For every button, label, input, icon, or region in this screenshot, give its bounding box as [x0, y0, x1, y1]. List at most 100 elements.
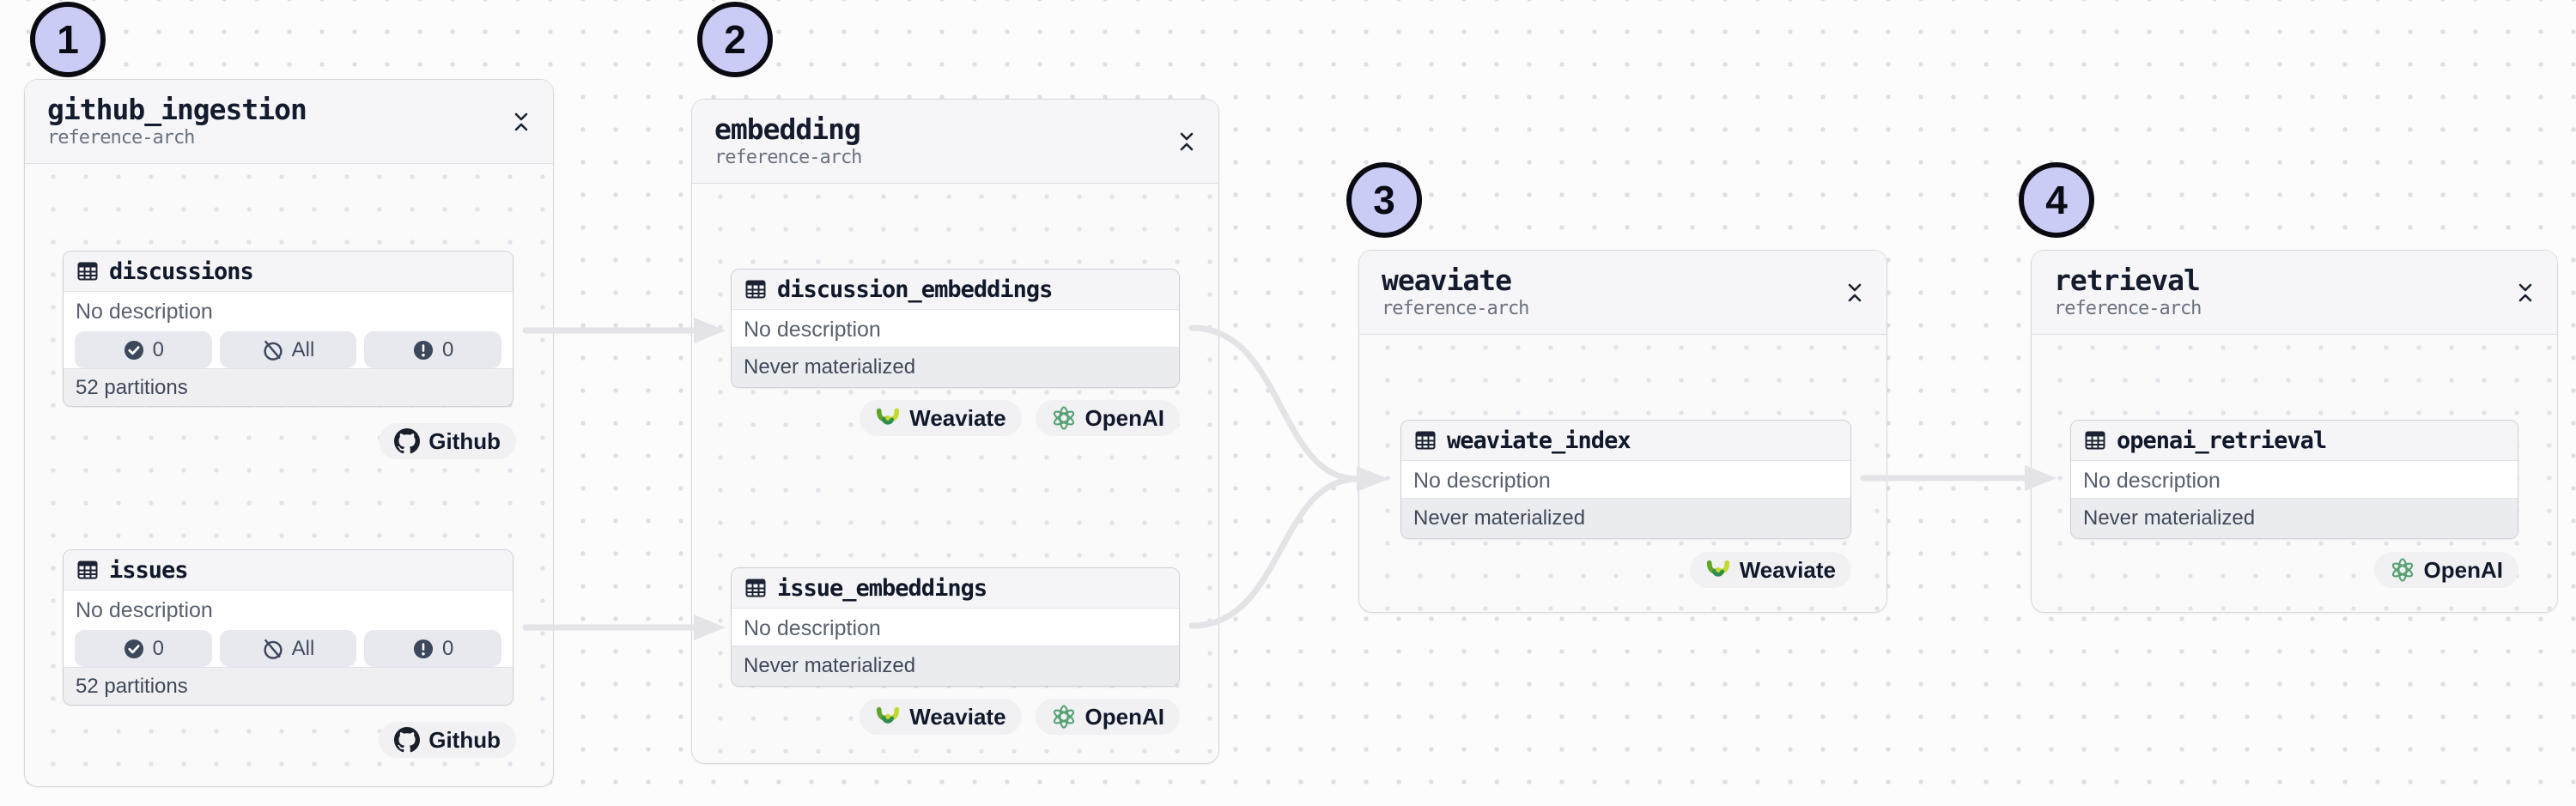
- github-tag[interactable]: Github: [379, 423, 516, 459]
- collapse-group-button[interactable]: [1845, 282, 1864, 304]
- asset-node-issue-embeddings[interactable]: issue_embeddings No description Never ma…: [731, 567, 1180, 687]
- group-weaviate: weaviate reference-arch weaviate_ind: [1358, 250, 1887, 613]
- tag-row: Github: [379, 722, 516, 758]
- missing-count-pill: All: [219, 331, 357, 368]
- asset-description: No description: [76, 300, 213, 324]
- weaviate-icon: [877, 408, 900, 425]
- openai-icon: [1053, 705, 1074, 729]
- group-header-retrieval[interactable]: retrieval reference-arch: [2032, 251, 2557, 335]
- edge-discussion-embeddings-to-weaviate-index: [1188, 324, 1361, 482]
- collapse-group-button[interactable]: [1177, 130, 1196, 153]
- openai-tag[interactable]: OpenAI: [1035, 400, 1180, 436]
- tag-label: OpenAI: [1084, 703, 1164, 730]
- asset-materialization-footer: Never materialized: [732, 645, 1179, 686]
- group-embedding: embedding reference-arch discussion_: [691, 99, 1219, 764]
- tag-row: Weaviate: [1689, 552, 1851, 588]
- arrowhead: [694, 615, 726, 640]
- group-title: github_ingestion: [47, 93, 307, 126]
- stat-label: 0: [152, 636, 165, 660]
- edge-issue-embeddings-to-weaviate-index: [1188, 476, 1361, 629]
- failed-count-pill: 0: [364, 331, 502, 368]
- asset-header: issues: [64, 550, 513, 591]
- openai-icon: [2391, 558, 2413, 582]
- asset-header: weaviate_index: [1401, 421, 1850, 461]
- asset-description: No description: [76, 598, 213, 622]
- weaviate-tag[interactable]: Weaviate: [860, 699, 1022, 735]
- tag-row: Weaviate OpenAI: [860, 699, 1180, 735]
- asset-name: issues: [109, 556, 189, 584]
- slash-circle-icon: [264, 639, 283, 659]
- table-icon: [77, 561, 98, 579]
- weaviate-icon: [1706, 560, 1729, 577]
- table-icon: [1415, 431, 1436, 450]
- group-github-ingestion: github_ingestion reference-arch disc: [24, 79, 554, 787]
- asset-name: discussion_embeddings: [777, 276, 1053, 303]
- asset-description: No description: [744, 318, 881, 342]
- github-icon: [394, 428, 421, 454]
- stat-label: 0: [152, 337, 165, 361]
- weaviate-tag[interactable]: Weaviate: [1689, 552, 1851, 588]
- openai-icon: [1053, 406, 1074, 430]
- asset-name: issue_embeddings: [777, 574, 987, 602]
- tag-row: Github: [379, 423, 516, 459]
- asset-header: openai_retrieval: [2071, 421, 2518, 461]
- asset-stats-row: 0 All 0: [64, 630, 513, 670]
- openai-tag[interactable]: OpenAI: [1035, 699, 1180, 735]
- asset-materialization-footer: Never materialized: [1401, 498, 1850, 538]
- group-header-weaviate[interactable]: weaviate reference-arch: [1359, 251, 1886, 335]
- group-title: weaviate: [1382, 264, 1512, 297]
- asset-node-discussions[interactable]: discussions No description 0 All 0 52 pa…: [63, 251, 513, 407]
- table-icon: [745, 579, 766, 597]
- asset-materialization-footer: Never materialized: [732, 347, 1179, 387]
- asset-name: discussions: [109, 258, 254, 285]
- group-subtitle: reference-arch: [2054, 298, 2202, 319]
- tag-label: Github: [428, 427, 501, 454]
- step-badge-2: 2: [697, 2, 773, 77]
- weaviate-tag[interactable]: Weaviate: [860, 400, 1022, 436]
- asset-materialization-footer: Never materialized: [2071, 498, 2518, 538]
- asset-description: No description: [2083, 469, 2221, 493]
- stat-label: 0: [442, 636, 454, 660]
- materialized-count-pill: 0: [75, 630, 212, 667]
- openai-tag[interactable]: OpenAI: [2373, 552, 2518, 588]
- group-title: retrieval: [2054, 264, 2201, 297]
- table-icon: [745, 280, 766, 299]
- group-title: embedding: [714, 112, 861, 146]
- tag-label: OpenAI: [1084, 404, 1164, 431]
- weaviate-icon: [877, 706, 900, 724]
- stat-label: 0: [442, 337, 454, 361]
- asset-name: weaviate_index: [1447, 427, 1631, 454]
- arrowhead: [2025, 465, 2057, 491]
- materialized-count-pill: 0: [75, 331, 212, 368]
- asset-partitions-footer: 52 partitions: [64, 667, 513, 705]
- step-badge-3: 3: [1346, 162, 1422, 238]
- collapse-icon: [2518, 283, 2532, 302]
- asset-node-issues[interactable]: issues No description 0 All 0 52 partiti…: [63, 549, 513, 706]
- step-badge-4: 4: [2019, 162, 2094, 238]
- stat-label: All: [291, 337, 315, 361]
- collapse-group-button[interactable]: [512, 111, 531, 133]
- group-subtitle: reference-arch: [47, 127, 195, 148]
- asset-description: No description: [1413, 469, 1551, 493]
- slash-circle-icon: [264, 340, 283, 361]
- group-header-embedding[interactable]: embedding reference-arch: [692, 100, 1218, 184]
- tag-label: Weaviate: [909, 703, 1006, 730]
- alert-circle-icon: [413, 639, 434, 658]
- group-header-github-ingestion[interactable]: github_ingestion reference-arch: [25, 80, 553, 164]
- github-tag[interactable]: Github: [379, 722, 516, 758]
- asset-description: No description: [744, 616, 881, 640]
- asset-node-openai-retrieval[interactable]: openai_retrieval No description Never ma…: [2070, 420, 2518, 539]
- asset-node-discussion-embeddings[interactable]: discussion_embeddings No description Nev…: [731, 269, 1180, 388]
- tag-label: Weaviate: [909, 404, 1006, 431]
- alert-circle-icon: [413, 340, 434, 360]
- collapse-group-button[interactable]: [2516, 282, 2535, 304]
- asset-node-weaviate-index[interactable]: weaviate_index No description Never mate…: [1400, 420, 1851, 539]
- missing-count-pill: All: [219, 630, 357, 667]
- check-circle-icon: [124, 340, 143, 360]
- asset-header: issue_embeddings: [732, 568, 1179, 609]
- group-retrieval: retrieval reference-arch openai_retr: [2031, 250, 2558, 613]
- check-circle-icon: [124, 639, 143, 658]
- table-icon: [2085, 431, 2105, 450]
